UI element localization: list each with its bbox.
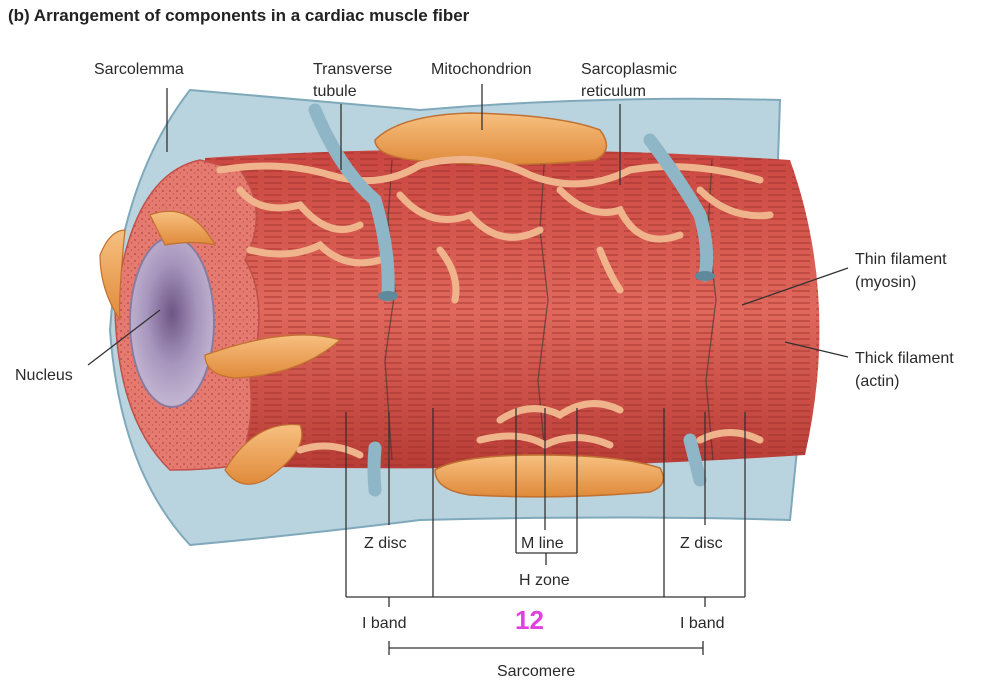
sarcomere-brackets — [345, 408, 746, 655]
label-h-zone: H zone — [519, 572, 570, 589]
label-thin-filament-2: (myosin) — [855, 274, 916, 291]
label-thin-filament-1: Thin filament — [855, 251, 947, 268]
sarcoplasmic-reticulum — [216, 155, 774, 459]
leader-thick — [784, 341, 849, 358]
marker-background — [487, 598, 569, 633]
label-transverse-2: tubule — [313, 83, 357, 100]
mitochondrion-bottom — [434, 454, 665, 498]
mitochondrion-end-1 — [149, 210, 217, 246]
label-i-band-right: I band — [680, 615, 724, 632]
label-thick-filament-2: (actin) — [855, 373, 899, 390]
label-sarcoplasmic-2: reticulum — [581, 83, 646, 100]
leader-nucleus — [87, 309, 161, 366]
label-z-disc-left: Z disc — [364, 535, 407, 552]
label-nucleus: Nucleus — [15, 367, 73, 384]
mitochondrion-end-4 — [224, 423, 303, 485]
label-transverse-1: Transverse — [313, 61, 393, 78]
label-i-band-left: I band — [362, 615, 406, 632]
label-mitochondrion: Mitochondrion — [431, 61, 532, 78]
mitochondrion-end-2 — [99, 229, 126, 321]
figure-title: (b) Arrangement of components in a cardi… — [8, 6, 470, 25]
label-sarcomere: Sarcomere — [497, 663, 575, 680]
label-thick-filament-1: Thick filament — [855, 350, 954, 367]
marker-number: 12 — [515, 605, 544, 635]
label-z-disc-right: Z disc — [680, 535, 723, 552]
mitochondrion-end-3 — [204, 334, 342, 379]
label-sarcoplasmic-1: Sarcoplasmic — [581, 61, 677, 78]
nucleus — [129, 236, 215, 408]
transverse-tubules — [308, 103, 714, 497]
label-m-line: M line — [521, 535, 564, 552]
leader-thin — [741, 267, 849, 306]
label-sarcolemma: Sarcolemma — [94, 61, 184, 78]
